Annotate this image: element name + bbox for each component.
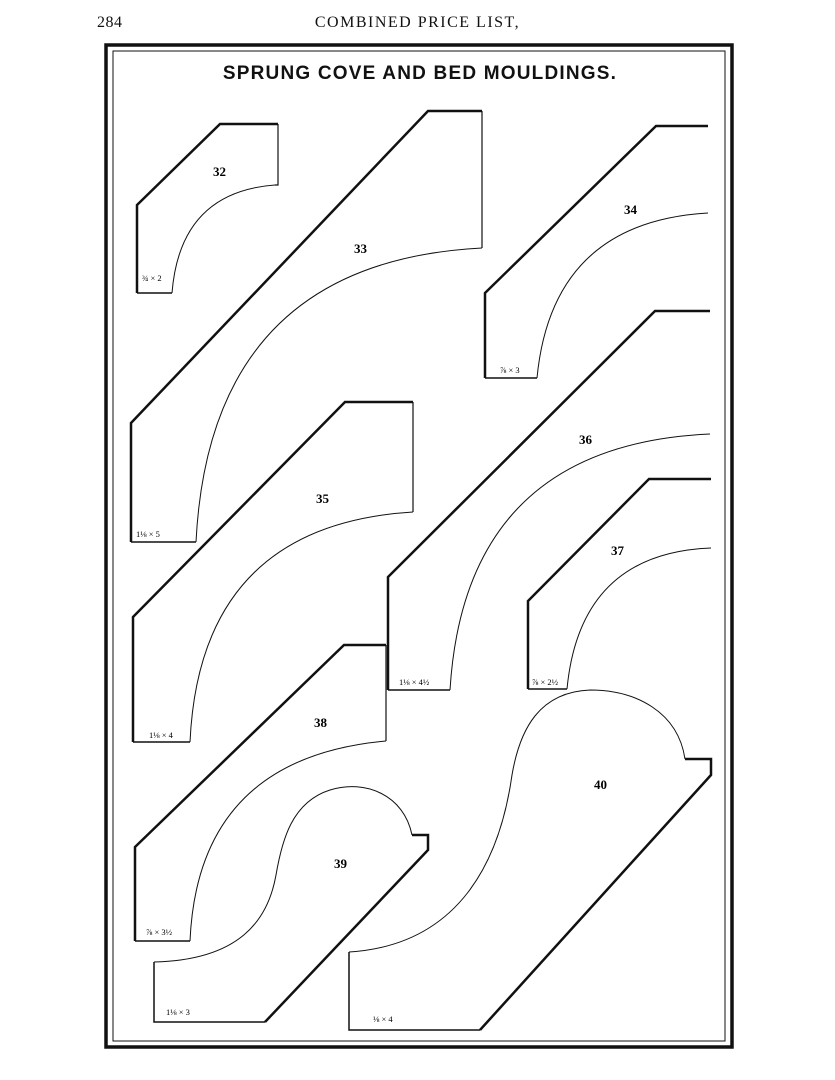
moulding-profile-36: 36 1⅛ × 4½ [386,309,711,691]
profile-size-33: 1⅛ × 5 [136,529,160,539]
profile-size-36: 1⅛ × 4½ [399,677,430,687]
moulding-profile-37: 37 ⅞ × 2½ [526,477,712,690]
profile-size-40: ⅛ × 4 [373,1014,393,1024]
page-number: 284 [97,14,123,31]
profile-number-32: 32 [213,164,226,179]
profile-number-38: 38 [314,715,328,730]
profile-number-40: 40 [594,777,607,792]
profile-size-35: 1⅛ × 4 [149,730,174,740]
moulding-profile-35: 35 1⅛ × 4 [131,400,414,743]
moulding-profile-34: 34 ⅞ × 3 [483,124,709,379]
profile-number-37: 37 [611,543,625,558]
plate-outer-frame [104,43,734,1049]
moulding-profile-39: 39 1⅛ × 3 [153,786,430,1023]
moulding-profile-32: 32 ¾ × 2 [135,122,279,294]
profile-size-37: ⅞ × 2½ [532,677,559,687]
moulding-profile-38: 38 ⅞ × 3½ [133,643,387,942]
profile-number-34: 34 [624,202,638,217]
profile-size-38: ⅞ × 3½ [146,927,173,937]
profile-number-36: 36 [579,432,593,447]
profile-number-39: 39 [334,856,348,871]
moulding-profile-40: 40 ⅛ × 4 [348,689,713,1031]
profile-size-34: ⅞ × 3 [500,365,520,375]
profile-number-35: 35 [316,491,330,506]
profile-number-33: 33 [354,241,368,256]
running-head: COMBINED PRICE LIST, [314,14,521,31]
plate-inner-frame [112,50,726,1042]
profile-size-39: 1⅛ × 3 [166,1007,190,1017]
profile-size-32: ¾ × 2 [142,273,162,283]
plate-title: SPRUNG COVE AND BED MOULDINGS. [222,63,618,84]
moulding-profile-33: 33 1⅛ × 5 [129,109,483,543]
